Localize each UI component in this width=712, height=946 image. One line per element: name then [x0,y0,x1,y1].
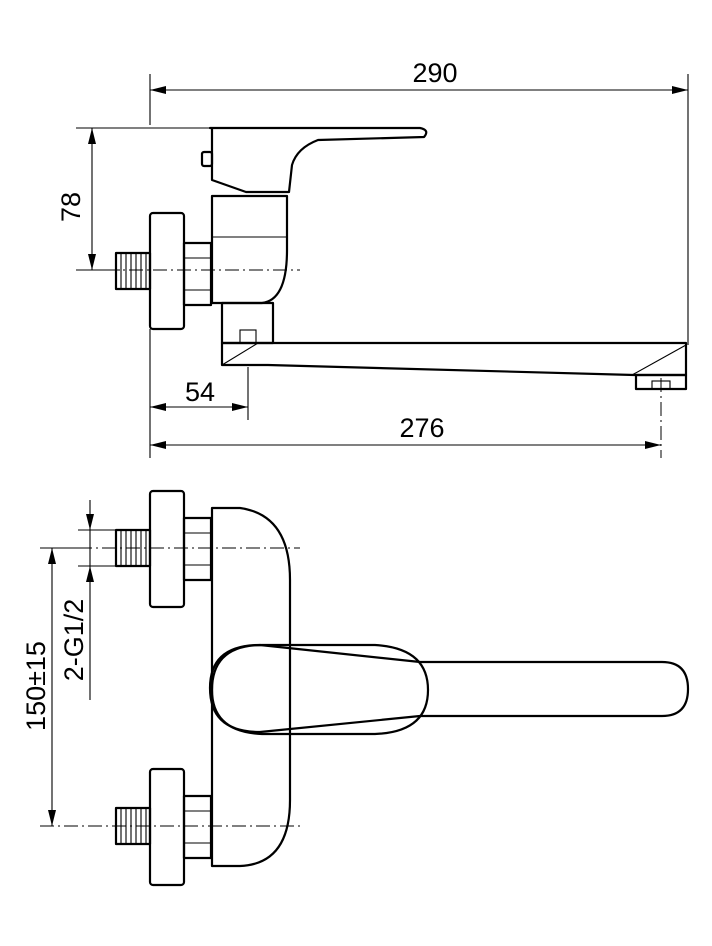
dim-wall-offset-label: 54 [185,377,215,407]
dim-spout-reach-label: 276 [399,413,444,443]
wall-flange [148,211,186,331]
body-plate [210,506,292,868]
dimension-thread: 2-G1/2 [59,500,116,700]
mixer-body [210,194,289,305]
hex-nut [182,241,213,307]
spout [220,341,688,377]
lever-handle [208,126,428,194]
dimension-overall-length: 290 [149,58,689,345]
dim-overall-length-label: 290 [412,58,457,88]
dim-centers-label: 150±15 [21,641,51,731]
dim-height-label: 78 [56,192,86,222]
dimension-centers: 150±15 [21,547,78,826]
lever-front [208,643,690,734]
top-inlet [114,489,213,609]
bottom-inlet [114,767,213,887]
dimension-wall-offset: 54 [149,329,249,458]
threaded-inlet [114,251,152,291]
handle-button [200,150,214,168]
dim-thread-label: 2-G1/2 [59,599,89,682]
front-view: 2-G1/2 150±15 [21,489,690,887]
dimension-spout-reach: 276 [150,378,662,458]
side-view: 290 78 [56,58,689,458]
spout-neck [220,301,275,345]
dimension-height: 78 [56,127,215,271]
